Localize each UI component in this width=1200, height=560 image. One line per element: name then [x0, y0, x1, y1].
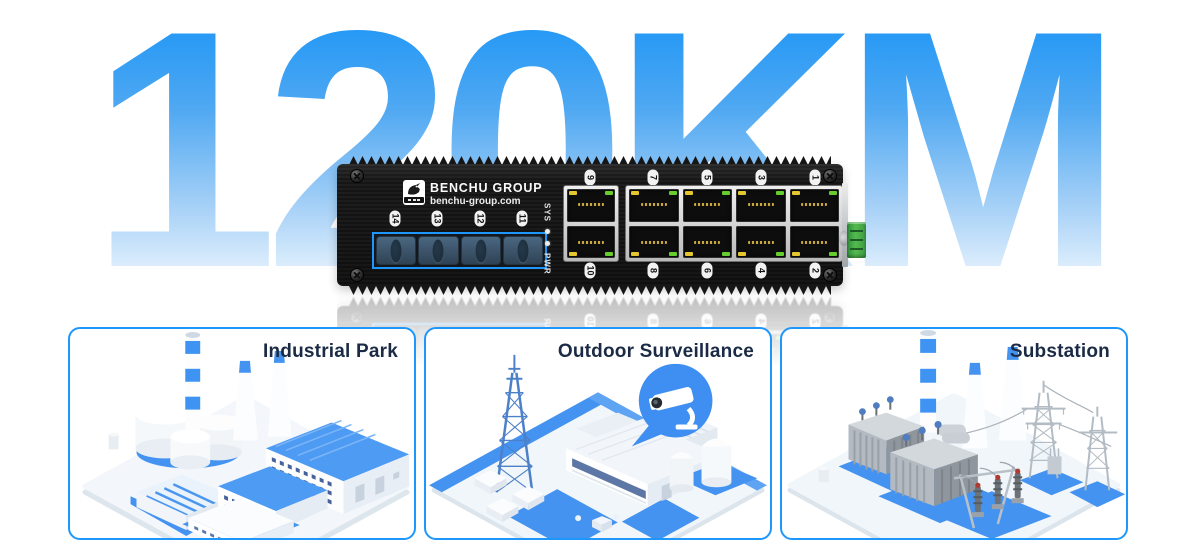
- transmission-tower: [1021, 380, 1066, 479]
- rj45-port: [736, 189, 786, 222]
- rj45-port: [682, 189, 732, 222]
- status-led-column: SYS PWR: [540, 203, 554, 275]
- rj45-port: [682, 225, 732, 258]
- card-title: Outdoor Surveillance: [557, 341, 754, 362]
- sys-led: [544, 229, 550, 235]
- mounting-nut: [839, 231, 849, 246]
- transmission-tower: [1079, 406, 1118, 491]
- brand-website: benchu-group.com: [430, 196, 521, 207]
- rj45-port: [567, 189, 615, 222]
- rj45-port: [789, 225, 839, 258]
- switch-side-plate: [842, 183, 848, 267]
- sfp-port-label: 11: [516, 210, 528, 227]
- ethernet-switch: BENCHU GROUP benchu-group.com 14 13 12 1…: [337, 155, 867, 296]
- sfp-port-label: 14: [389, 210, 401, 227]
- screw-icon: [824, 170, 836, 182]
- rj45-port-label: 2: [809, 262, 821, 279]
- sfp-port-label: 13: [431, 210, 443, 227]
- benchu-bird-logo-icon: [403, 180, 425, 205]
- card-title: Substation: [1009, 341, 1110, 362]
- rj45-port-label: 5: [701, 169, 713, 186]
- heatsink-fins-bottom: [349, 286, 831, 295]
- rj45-port-label: 1: [809, 169, 821, 186]
- substation-illustration: [787, 329, 1126, 538]
- card-title: Industrial Park: [263, 341, 398, 362]
- screw-icon: [351, 170, 363, 182]
- brand-name: BENCHU GROUP: [430, 181, 543, 195]
- rj45-port: [789, 189, 839, 222]
- use-case-card-substation: Substation: [780, 327, 1128, 540]
- pwr-led-label: PWR: [542, 253, 552, 275]
- rj45-port: [629, 189, 679, 222]
- rj45-port-group: [625, 185, 843, 262]
- use-case-cards: Industrial Park: [68, 327, 1128, 540]
- use-case-card-industrial-park: Industrial Park: [68, 327, 416, 540]
- rj45-port-label: 10: [584, 262, 596, 279]
- insulator-bay: [953, 461, 1024, 529]
- rj45-port-label: 8: [647, 262, 659, 279]
- sfp-dust-plug: [418, 236, 459, 265]
- rj45-port-label: 4: [755, 262, 767, 279]
- screw-icon: [824, 269, 836, 281]
- rj45-port-label: 7: [647, 169, 659, 186]
- sfp-dust-plug: [376, 236, 417, 265]
- sfp-port-label: 12: [474, 210, 486, 227]
- rj45-port-label: 9: [584, 169, 596, 186]
- heatsink-fins-top: [349, 156, 831, 165]
- rj45-port: [567, 225, 615, 258]
- pwr-led: [544, 241, 550, 247]
- power-terminal-block: [847, 222, 866, 258]
- rj45-port-label: 6: [701, 262, 713, 279]
- use-case-card-outdoor-surveillance: Outdoor Surveillance: [424, 327, 772, 540]
- sfp-dust-plug: [460, 236, 501, 265]
- sys-led-label: SYS: [542, 203, 552, 223]
- switch-scene: BENCHU GROUP benchu-group.com 14 13 12 1…: [337, 155, 867, 436]
- rj45-port-label: 3: [755, 169, 767, 186]
- transformer: [890, 420, 978, 507]
- rj45-port: [736, 225, 786, 258]
- rj45-port: [629, 225, 679, 258]
- industrial-park-illustration: [82, 331, 410, 538]
- screw-icon: [351, 269, 363, 281]
- rj45-port-pair: [563, 185, 619, 262]
- sfp-port-group: [372, 232, 547, 269]
- sfp-dust-plug: [502, 236, 543, 265]
